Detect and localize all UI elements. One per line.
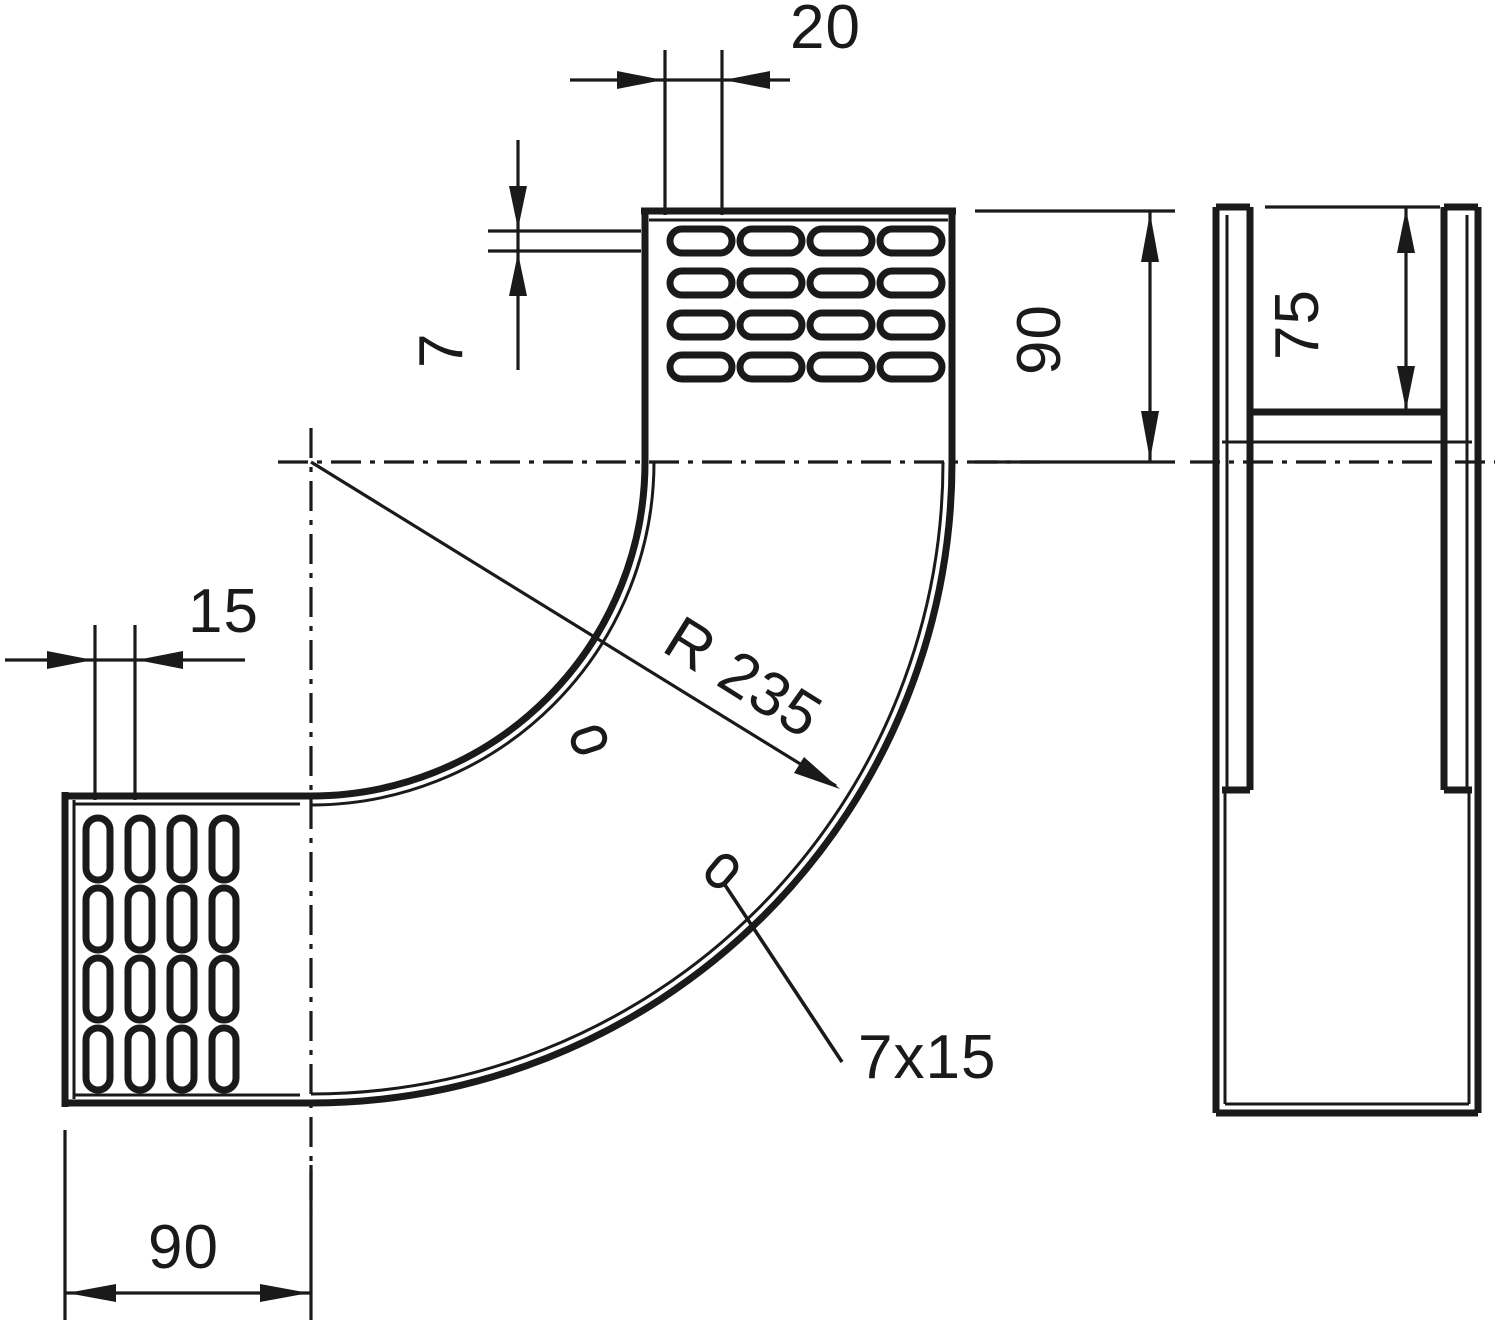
dimension-20: 20 <box>570 0 861 215</box>
top-panel-perforations <box>666 225 946 383</box>
dim-label-75: 75 <box>1263 289 1332 360</box>
inner-profile-path <box>65 211 649 800</box>
slot <box>876 351 946 383</box>
arrowhead-75-bottom <box>1397 366 1415 410</box>
slot <box>166 814 198 884</box>
slot <box>736 309 806 341</box>
arrowhead-90r-top <box>1141 213 1159 262</box>
bottom-panel-perforations <box>82 814 240 1094</box>
slot <box>806 267 876 299</box>
slot <box>736 267 806 299</box>
dimension-7x15: 7x15 <box>721 881 996 1092</box>
arrowhead-20-left <box>617 71 663 89</box>
radius-line-r235 <box>310 460 837 788</box>
centerlines <box>278 428 1495 1210</box>
arrowhead-75-top <box>1397 209 1415 253</box>
outer-profile-path <box>65 211 956 1107</box>
slot <box>806 351 876 383</box>
slot <box>208 884 240 954</box>
dim-label-20: 20 <box>790 0 861 62</box>
bend-body-outline <box>61 207 956 1107</box>
slot <box>876 267 946 299</box>
slot <box>124 884 156 954</box>
slot <box>666 309 736 341</box>
arrowhead-20-right <box>724 71 770 89</box>
slot-on-bend-upper <box>570 725 608 755</box>
slot <box>82 954 114 1024</box>
slot <box>82 884 114 954</box>
slot <box>666 225 736 257</box>
slot <box>124 1024 156 1094</box>
slot <box>876 225 946 257</box>
slot <box>208 1024 240 1094</box>
section-view <box>1212 203 1482 1117</box>
slot <box>124 814 156 884</box>
slot <box>876 309 946 341</box>
arrowhead-90b-left <box>67 1284 116 1302</box>
arrowhead-7-bottom <box>509 253 527 296</box>
slot <box>166 954 198 1024</box>
slot <box>736 351 806 383</box>
slot-on-bend-lower <box>705 853 739 889</box>
slot <box>208 814 240 884</box>
leader-line-7x15 <box>721 881 844 1063</box>
dimension-15: 15 <box>5 577 259 800</box>
bend-perforations <box>570 725 739 889</box>
dim-label-90-bottom: 90 <box>148 1213 219 1282</box>
inner-profile-outer-edge <box>310 461 656 807</box>
arrowhead-7-top <box>509 186 527 229</box>
dim-label-7x15: 7x15 <box>858 1023 996 1092</box>
dim-label-7: 7 <box>407 333 476 368</box>
arrowhead-90r-bottom <box>1141 411 1159 460</box>
dimension-7: 7 <box>407 140 641 370</box>
arrowhead-90b-right <box>260 1284 309 1302</box>
arrowhead-15-left <box>47 651 93 669</box>
slot <box>666 351 736 383</box>
dimension-90-right: 90 <box>975 209 1175 464</box>
slot <box>806 225 876 257</box>
dimension-90-bottom: 90 <box>63 1130 313 1320</box>
slot <box>82 1024 114 1094</box>
arrowhead-15-right <box>137 651 183 669</box>
slot <box>208 954 240 1024</box>
slot <box>806 309 876 341</box>
slot <box>82 814 114 884</box>
dim-label-90-right: 90 <box>1005 304 1074 375</box>
outer-profile-inner-edge <box>310 461 945 1096</box>
arrowhead-r235 <box>794 757 840 789</box>
slot <box>736 225 806 257</box>
slot <box>666 267 736 299</box>
slot <box>166 884 198 954</box>
dimension-75: 75 <box>1263 205 1440 412</box>
dim-label-15: 15 <box>188 577 259 646</box>
slot <box>124 954 156 1024</box>
slot <box>166 1024 198 1094</box>
